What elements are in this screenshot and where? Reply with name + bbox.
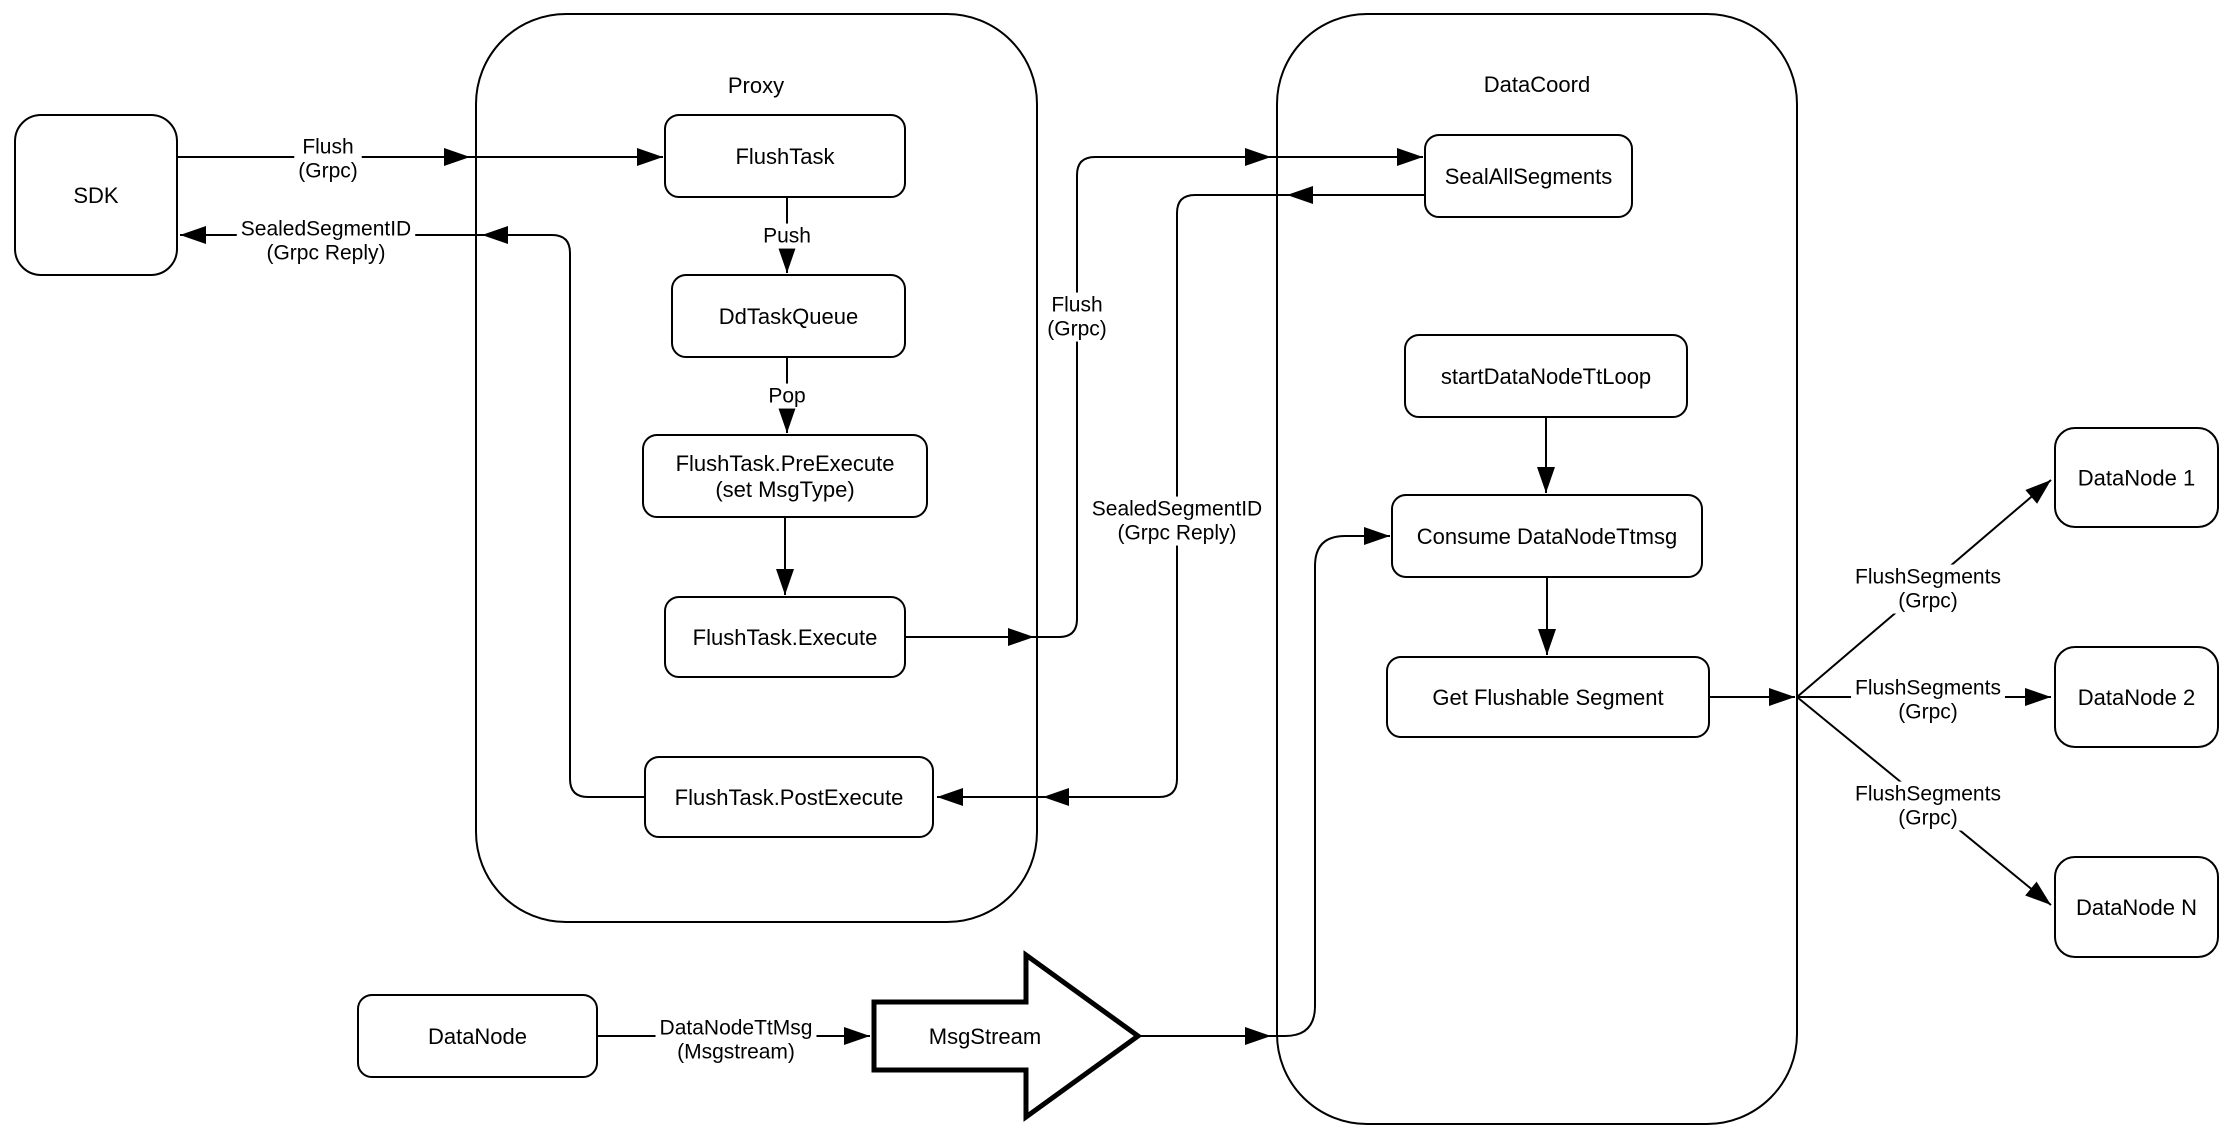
- edge-getflushable-to-fanpoint-arrowhead: [1769, 688, 1795, 706]
- edge-fanpoint-to-datanode2-arrowhead: [2025, 688, 2051, 706]
- flushtask-node: FlushTask: [664, 114, 906, 198]
- edge-fanpoint-to-datanode1-arrowhead: [2025, 480, 2051, 504]
- edge-fanpoint-to-datanode1-label-bg: [1851, 564, 2005, 614]
- get-flushable-segment-node-label: Get Flushable Segment: [1432, 685, 1663, 710]
- datanode-1-node-label: DataNode 1: [2078, 465, 2195, 490]
- edge-sealallsegments-to-postexecute-arrowhead: [1287, 186, 1313, 204]
- edge-flushtask-to-ddtaskqueue-label: Push: [763, 225, 811, 248]
- sdk-node-label: SDK: [73, 183, 119, 208]
- flushtask-postexecute-node-label: FlushTask.PostExecute: [675, 785, 904, 810]
- edge-msgstream-to-consume-line: [1138, 535, 1390, 1037]
- edge-ddtaskqueue-to-preexecute-arrowhead: [778, 407, 796, 433]
- flushtask-execute-node-label: FlushTask.Execute: [693, 625, 878, 650]
- edge-postexecute-to-sdk-label: SealedSegmentID(Grpc Reply): [241, 218, 411, 265]
- consume-datanodettmsg-node: Consume DataNodeTtmsg: [1391, 494, 1703, 578]
- edge-postexecute-to-sdk-line: [180, 234, 645, 798]
- datanode-n-node-label: DataNode N: [2076, 895, 2197, 920]
- edge-sdk-to-flushtask-arrowhead: [637, 148, 663, 166]
- consume-datanodettmsg-node-label: Consume DataNodeTtmsg: [1417, 524, 1677, 549]
- edge-msgstream-to-consume-arrowhead: [1245, 1027, 1271, 1045]
- ddtaskqueue-node-box: [671, 274, 906, 358]
- edge-startloop-to-consume-arrowhead: [1537, 467, 1555, 493]
- edge-sdk-to-flushtask-arrowhead: [444, 148, 470, 166]
- edge-fanpoint-to-datanoden-label: FlushSegments(Grpc): [1855, 783, 2001, 830]
- datacoord-container-title: DataCoord: [1484, 72, 1590, 97]
- edge-preexecute-to-execute: [776, 517, 794, 595]
- edge-consume-to-getflushable-arrowhead: [1538, 629, 1556, 655]
- edge-fanpoint-to-datanode2-label: FlushSegments(Grpc): [1855, 677, 2001, 724]
- edge-execute-to-sealallsegments-arrowhead: [1397, 148, 1423, 166]
- flushtask-node-label: FlushTask: [735, 144, 835, 169]
- msgstream-arrow-shape-outline: [871, 950, 1143, 1122]
- edge-datanode-to-msgstream-label-bg: [655, 1015, 817, 1065]
- edge-startloop-to-consume: [1537, 417, 1555, 493]
- edge-fanpoint-to-datanoden-label-bg: [1851, 781, 2005, 831]
- edge-msgstream-to-consume: [1138, 527, 1390, 1045]
- edge-flushtask-to-ddtaskqueue-label-bg: [759, 223, 815, 249]
- edge-execute-to-sealallsegments-arrowhead: [1245, 148, 1271, 166]
- flushtask-preexecute-node: FlushTask.PreExecute(set MsgType): [642, 434, 928, 518]
- edge-sealallsegments-to-postexecute-arrowhead: [937, 788, 963, 806]
- sealallsegments-node-box: [1424, 134, 1633, 218]
- edge-postexecute-to-sdk-arrowhead: [482, 226, 508, 244]
- datanode-1-node-box: [2054, 427, 2219, 528]
- edge-execute-to-sealallsegments-label: Flush(Grpc): [1047, 294, 1107, 341]
- edge-fanpoint-to-datanode2-label-bg: [1851, 675, 2005, 725]
- flushtask-execute-node: FlushTask.Execute: [664, 596, 906, 678]
- ddtaskqueue-node-label: DdTaskQueue: [719, 304, 858, 329]
- flushtask-postexecute-node: FlushTask.PostExecute: [644, 756, 934, 838]
- edge-datanode-to-msgstream-label: DataNodeTtMsg(Msgstream): [660, 1017, 813, 1064]
- edge-sdk-to-flushtask-label: Flush(Grpc): [298, 136, 358, 183]
- datanode-1-node: DataNode 1: [2054, 427, 2219, 528]
- datanode-bottom-node: DataNode: [357, 994, 598, 1078]
- sealallsegments-node: SealAllSegments: [1424, 134, 1633, 218]
- msgstream-arrow-shape: MsgStream: [871, 950, 1143, 1122]
- datanode-2-node-label: DataNode 2: [2078, 685, 2195, 710]
- startdatanodettloop-node-label: startDataNodeTtLoop: [1441, 364, 1651, 389]
- edge-postexecute-to-sdk-arrowhead: [180, 226, 206, 244]
- edge-preexecute-to-execute-arrowhead: [776, 569, 794, 595]
- datanode-bottom-node-label: DataNode: [428, 1024, 527, 1049]
- edge-postexecute-to-sdk-label-bg: [236, 216, 416, 266]
- ddtaskqueue-node: DdTaskQueue: [671, 274, 906, 358]
- flushtask-preexecute-node-label: FlushTask.PreExecute(set MsgType): [676, 451, 895, 502]
- edge-execute-to-sealallsegments: [905, 148, 1423, 646]
- edge-fanpoint-to-datanode1-label: FlushSegments(Grpc): [1855, 566, 2001, 613]
- msgstream-arrow-shape-label: MsgStream: [929, 1024, 1041, 1049]
- edge-flushtask-to-ddtaskqueue-arrowhead: [778, 247, 796, 273]
- edge-getflushable-to-fanpoint: [1709, 688, 1795, 706]
- edge-datanode-to-msgstream-arrowhead: [844, 1027, 870, 1045]
- sdk-node: SDK: [14, 114, 178, 276]
- edge-sealallsegments-to-postexecute-arrowhead: [1043, 788, 1069, 806]
- edge-ddtaskqueue-to-preexecute-label: Pop: [768, 385, 805, 408]
- edge-postexecute-to-sdk: [180, 226, 645, 798]
- edge-fanpoint-to-datanoden-arrowhead: [2025, 881, 2051, 905]
- edge-msgstream-to-consume-arrowhead: [1364, 527, 1390, 545]
- edge-execute-to-sealallsegments-line: [905, 156, 1423, 638]
- sdk-node-box: [14, 114, 178, 276]
- edge-ddtaskqueue-to-preexecute-label-bg: [764, 383, 810, 409]
- datanode-2-node: DataNode 2: [2054, 646, 2219, 748]
- edge-sealallsegments-to-postexecute: [937, 186, 1425, 806]
- edge-sealallsegments-to-postexecute-line: [937, 194, 1425, 798]
- edge-sdk-to-flushtask: [177, 148, 663, 166]
- flushtask-node-box: [664, 114, 906, 198]
- proxy-container-title: Proxy: [728, 73, 784, 98]
- edge-sdk-to-flushtask-label-bg: [294, 134, 362, 184]
- edge-sealallsegments-to-postexecute-label: SealedSegmentID(Grpc Reply): [1092, 498, 1262, 545]
- datanode-n-node-box: [2054, 856, 2219, 958]
- datanode-n-node: DataNode N: [2054, 856, 2219, 958]
- edge-label-layer: Flush(Grpc) SealedSegmentID(Grpc Reply) Pu…: [236, 134, 2005, 1065]
- startdatanodettloop-node: startDataNodeTtLoop: [1404, 334, 1688, 418]
- edge-execute-to-sealallsegments-label-bg: [1043, 292, 1111, 342]
- datanode-2-node-box: [2054, 646, 2219, 748]
- sealallsegments-node-label: SealAllSegments: [1445, 164, 1613, 189]
- edge-consume-to-getflushable: [1538, 577, 1556, 655]
- edge-execute-to-sealallsegments-arrowhead: [1008, 628, 1034, 646]
- edge-sealallsegments-to-postexecute-label-bg: [1087, 496, 1267, 546]
- get-flushable-segment-node: Get Flushable Segment: [1386, 656, 1710, 738]
